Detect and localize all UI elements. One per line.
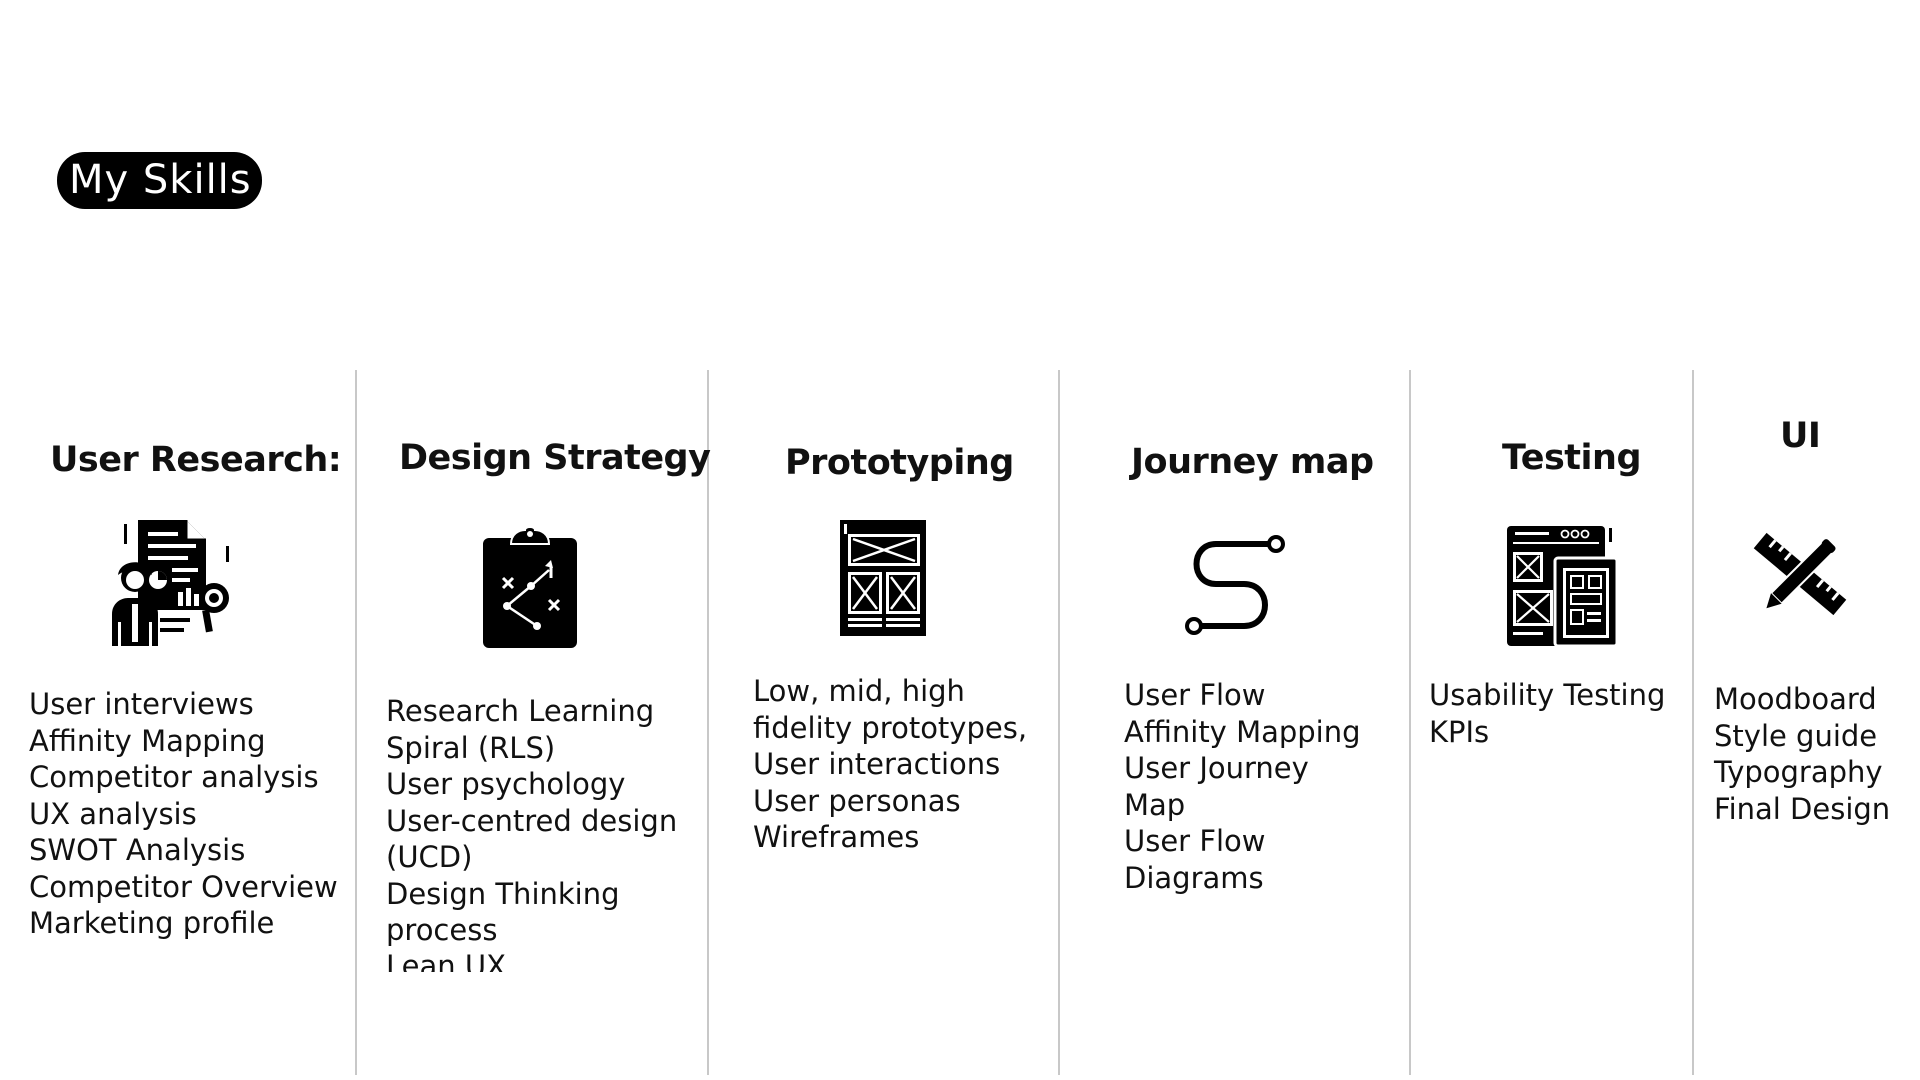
column-title: User Research:: [50, 440, 342, 480]
skill-item: User interviews: [29, 687, 254, 721]
skill-item: (UCD): [386, 840, 473, 874]
column-title: Design Strategy: [399, 438, 711, 478]
skill-item: Competitor Overview: [29, 869, 338, 904]
column-divider: [1058, 370, 1060, 1075]
skill-item: User Flow: [1124, 824, 1266, 858]
journey-path-icon: [1180, 532, 1286, 641]
skill-list: User Flow Affinity Mapping User Journey …: [1124, 677, 1361, 896]
skill-item: fidelity prototypes,: [753, 710, 1028, 745]
skill-list-clipped: Lean UX: [386, 948, 686, 972]
skill-item: Final Design: [1714, 791, 1891, 826]
skill-item: User personas: [753, 783, 961, 818]
skill-list: Low, mid, high fidelity prototypes, User…: [753, 673, 1027, 856]
skill-item: Marketing profile: [29, 906, 275, 940]
column-divider: [1409, 370, 1411, 1075]
column-divider: [355, 370, 357, 1075]
skill-list: Research Learning Spiral (RLS) User psyc…: [386, 693, 677, 949]
skill-item: Typography: [1714, 755, 1883, 789]
ruler-pencil-icon: [1752, 528, 1848, 625]
skill-item: Spiral (RLS): [386, 730, 556, 765]
skill-item: User interactions: [753, 747, 1001, 781]
column-title: UI: [1780, 416, 1821, 456]
skills-badge: My Skills: [57, 152, 262, 209]
skill-item: SWOT Analysis: [29, 833, 246, 867]
user-research-icon: [108, 518, 240, 653]
column-divider: [707, 370, 709, 1075]
skill-item: Affinity Mapping: [29, 723, 266, 758]
skill-item: process: [386, 913, 498, 947]
skill-list: Usability Testing KPIs: [1429, 677, 1665, 750]
skill-item: Diagrams: [1124, 860, 1264, 895]
column-title: Journey map: [1131, 442, 1374, 482]
skill-item: Low, mid, high: [753, 674, 965, 708]
skill-item: User Journey: [1124, 751, 1309, 785]
clipboard-strategy-icon: [481, 526, 579, 655]
skill-item: User-centred design: [386, 803, 678, 838]
skill-item: Wireframes: [753, 820, 920, 854]
skill-item: Moodboard: [1714, 682, 1877, 716]
skill-item: UX analysis: [29, 796, 197, 831]
skill-item: Style guide: [1714, 718, 1878, 753]
skill-item: Research Learning: [386, 694, 655, 728]
browser-testing-icon: [1505, 524, 1619, 653]
column-title: Testing: [1502, 438, 1642, 478]
skill-item: User psychology: [386, 767, 626, 801]
wireframe-icon: [838, 518, 928, 643]
skill-item: Lean UX: [386, 949, 506, 972]
skill-list: Moodboard Style guide Typography Final D…: [1714, 681, 1890, 827]
skill-item: User Flow: [1124, 678, 1266, 712]
skill-item: Affinity Mapping: [1124, 714, 1361, 749]
skill-item: Design Thinking: [386, 876, 620, 911]
column-title: Prototyping: [785, 443, 1014, 483]
skill-item: Competitor analysis: [29, 760, 319, 794]
skill-item: Usability Testing: [1429, 678, 1666, 712]
skill-item: KPIs: [1429, 714, 1490, 749]
skill-item: Map: [1124, 787, 1186, 822]
column-divider: [1692, 370, 1694, 1075]
skill-list: User interviews Affinity Mapping Competi…: [29, 686, 338, 942]
